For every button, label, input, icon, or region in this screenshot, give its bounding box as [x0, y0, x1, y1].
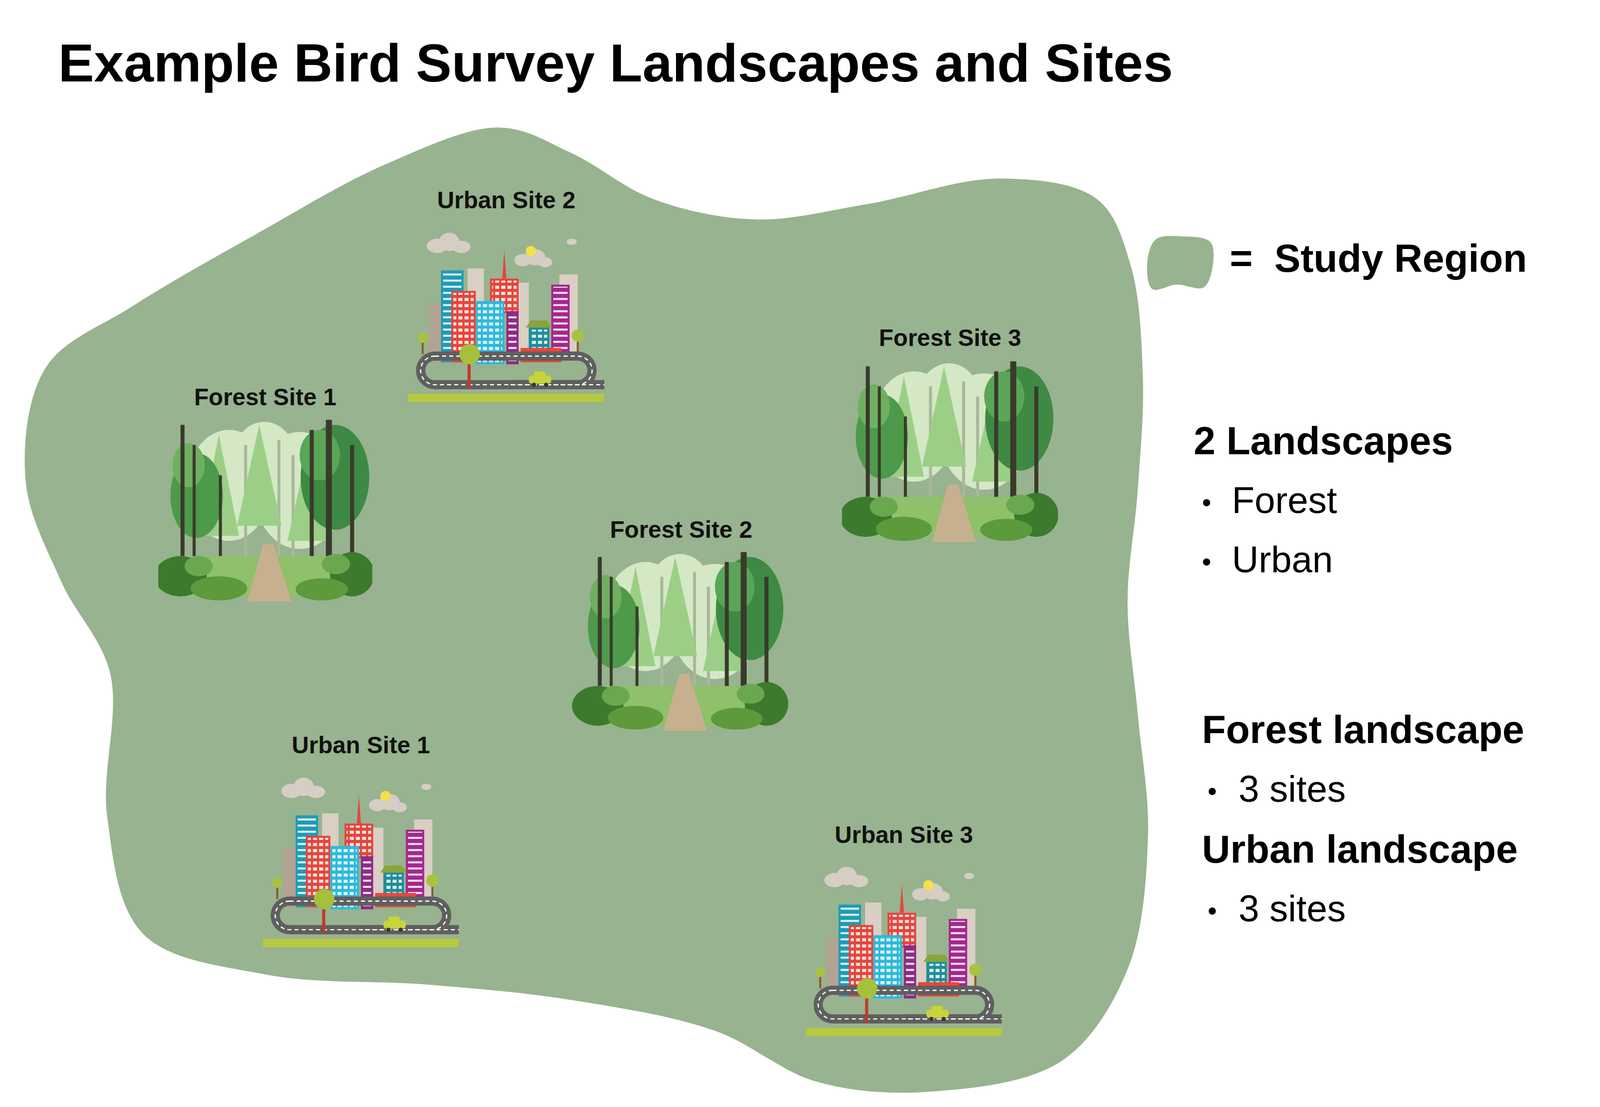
site-label: Urban Site 2: [408, 186, 605, 214]
illustration-instance: [262, 777, 459, 948]
bullet-dot: [1202, 558, 1211, 566]
site-label: Urban Site 1: [262, 731, 459, 760]
site-label: Urban Site 3: [805, 821, 1002, 849]
forest-illustration: [158, 414, 373, 603]
list-item: 3 sites: [1238, 887, 1346, 931]
bullet-dot: [1208, 787, 1216, 796]
forest-illustration: [571, 547, 791, 731]
list-item: Urban: [1231, 538, 1333, 582]
section-heading: 2 Landscapes: [1193, 418, 1454, 464]
urban-illustration: [408, 229, 605, 406]
urban-illustration: [805, 862, 1002, 1042]
survey-site: Forest Site 1: [158, 383, 373, 603]
study-region: [24, 127, 1149, 1093]
survey-site: Urban Site 2: [408, 186, 605, 406]
bullet-dot: [1208, 907, 1216, 915]
survey-site: Urban Site 1: [262, 731, 459, 952]
legend-swatch: [1146, 235, 1214, 290]
legend-label: = Study Region: [1229, 235, 1527, 281]
legend-swatches: [1146, 235, 1214, 290]
illustration-instance: [158, 419, 373, 602]
site-label: Forest Site 1: [158, 383, 373, 411]
urban-illustration: [262, 773, 459, 952]
survey-site: Urban Site 3: [805, 821, 1002, 1042]
illustration-instance: [805, 866, 1002, 1037]
forest-illustration: [842, 356, 1059, 542]
illustration-instance: [571, 552, 789, 731]
list-item: 3 sites: [1238, 767, 1346, 811]
list-item: Forest: [1231, 479, 1338, 522]
bullet-dot: [1202, 499, 1211, 507]
section-heading: Urban landscape: [1201, 826, 1518, 872]
site-label: Forest Site 2: [571, 516, 791, 544]
survey-site: Forest Site 2: [571, 516, 791, 731]
survey-site: Forest Site 3: [842, 324, 1059, 542]
illustration-instance: [842, 361, 1059, 542]
illustration-instance: [408, 232, 605, 403]
diagram-title: Example Bird Survey Landscapes and Sites: [58, 32, 1174, 95]
site-label: Forest Site 3: [842, 324, 1059, 352]
section-heading: Forest landscape: [1201, 706, 1525, 752]
